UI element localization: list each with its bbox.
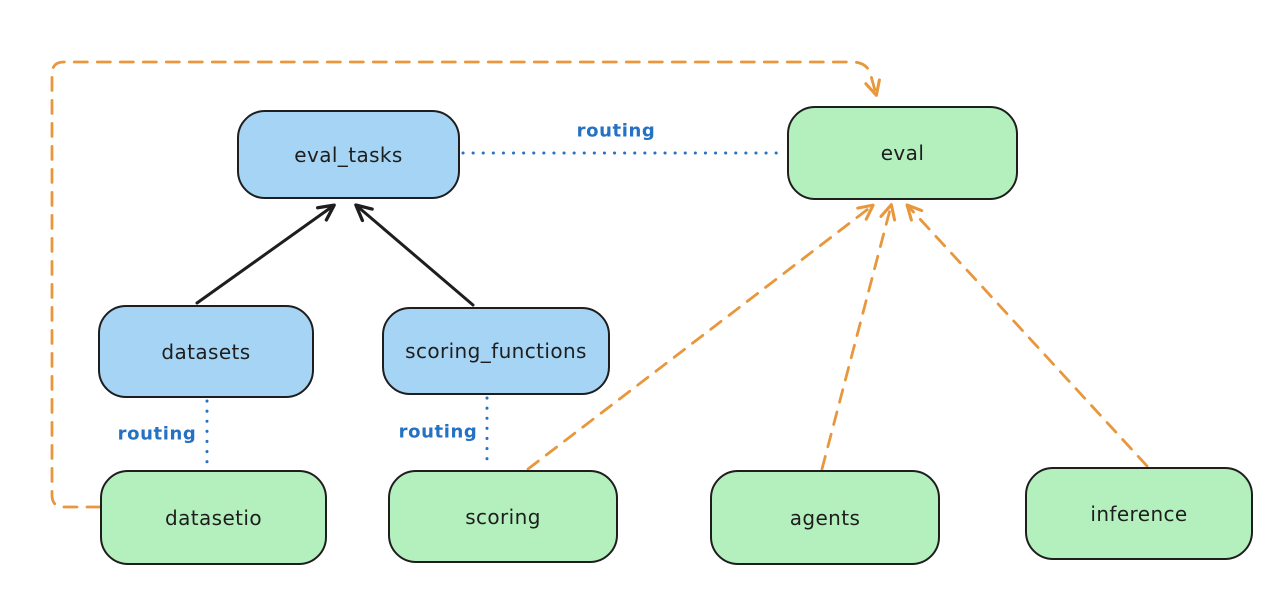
edge-scoring-functions-to-eval-tasks (354, 203, 475, 307)
node-agents: agents (710, 470, 940, 565)
edge-datasets-to-eval-tasks (195, 203, 336, 305)
node-datasetio-label: datasetio (164, 505, 262, 530)
edge-label-routing-left: routing (117, 423, 197, 445)
node-eval: eval (787, 106, 1018, 200)
node-scoring-functions-label: scoring_functions (405, 339, 587, 363)
node-agents-label: agents (789, 505, 861, 530)
edge-datasetio-to-eval (50, 60, 881, 509)
node-inference: inference (1025, 467, 1253, 560)
node-eval-tasks: eval_tasks (237, 110, 460, 199)
node-inference-label: inference (1090, 501, 1188, 526)
node-datasets-label: datasets (161, 339, 251, 364)
node-datasets: datasets (98, 305, 314, 398)
node-eval-tasks-label: eval_tasks (294, 142, 403, 167)
node-scoring-functions: scoring_functions (382, 307, 610, 395)
edge-inference-to-eval (905, 203, 1149, 468)
edge-label-routing-top: routing (576, 120, 656, 142)
node-datasetio: datasetio (100, 470, 327, 565)
edge-scoring-to-eval (526, 203, 875, 471)
edge-label-routing-middle: routing (398, 421, 478, 443)
node-scoring-label: scoring (465, 504, 541, 529)
node-eval-label: eval (880, 141, 925, 165)
node-scoring: scoring (388, 470, 618, 563)
edge-agents-to-eval (820, 203, 897, 471)
